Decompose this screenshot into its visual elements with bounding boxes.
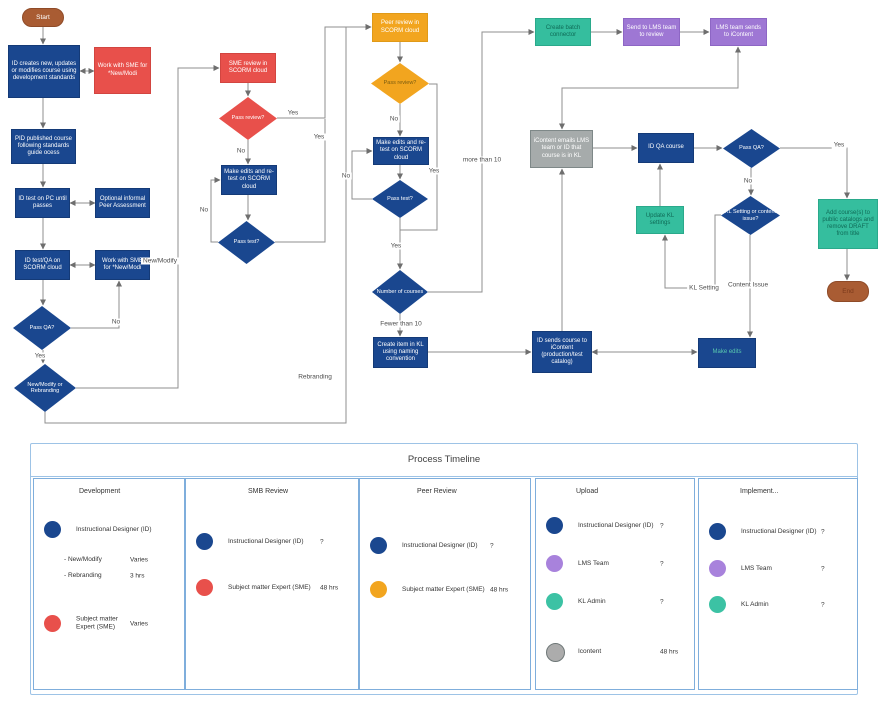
legend-label: - Rebranding xyxy=(64,571,102,579)
purple-role-circle-icon xyxy=(709,560,726,577)
legend-value: Varies xyxy=(130,556,148,564)
edge-rebranding-path xyxy=(44,24,372,424)
legend-value: Varies xyxy=(130,620,148,628)
gray-role-circle-icon xyxy=(546,643,565,662)
timeline-column-implement: Implement... Instructional Designer (ID)?… xyxy=(698,478,858,690)
legend-item: LMS Team? xyxy=(699,560,857,578)
legend-label: Instructional Designer (ID) xyxy=(402,541,478,549)
legend-label: LMS Team xyxy=(741,564,772,572)
connector-lines xyxy=(40,24,850,424)
red-role-circle-icon xyxy=(196,579,213,596)
legend-label: KL Admin xyxy=(578,597,606,605)
edge-passtest1-no-loop xyxy=(210,177,221,243)
edge-passtest1-yes xyxy=(275,119,326,243)
legend-item: Instructional Designer (ID) xyxy=(34,521,184,539)
teal-role-circle-icon xyxy=(709,596,726,613)
legend-value: 3 hrs xyxy=(130,572,145,580)
legend-label: Instructional Designer (ID) xyxy=(76,525,152,533)
edge-passreview-yes xyxy=(277,24,372,119)
legend-item: - New/Modify Varies xyxy=(34,551,184,569)
edge-courses-more xyxy=(428,29,535,293)
timeline-column-header: Development xyxy=(79,488,121,495)
edge-passqa2-yes xyxy=(780,147,850,199)
blue-role-circle-icon xyxy=(196,533,213,550)
legend-item: Subject matter Expert (SME) Varies xyxy=(34,615,184,633)
legend-value: ? xyxy=(821,565,825,573)
legend-item: Instructional Designer (ID)? xyxy=(699,523,857,541)
timeline-column-header: SMB Review xyxy=(248,488,289,495)
legend-item: Subject matter Expert (SME) 48 hrs xyxy=(360,581,530,599)
edge-passtest2-no-loop xyxy=(351,148,373,200)
edge-lmssends-icontent xyxy=(559,46,741,130)
legend-item: Instructional Designer (ID)? xyxy=(186,533,358,551)
timeline-column-header: Peer Review xyxy=(417,488,457,495)
timeline-column-header: Upload xyxy=(576,488,599,495)
legend-label: Icontent xyxy=(578,647,602,655)
blue-role-circle-icon xyxy=(546,517,563,534)
legend-item: - Rebranding 3 hrs xyxy=(34,567,184,585)
legend-item: LMS Team? xyxy=(536,555,694,573)
legend-label: KL Admin xyxy=(741,600,769,608)
legend-item: KL Admin? xyxy=(536,593,694,611)
legend-value: 48 hrs xyxy=(490,586,509,594)
legend-label: Instructional Designer (ID) xyxy=(741,527,817,535)
orange-role-circle-icon xyxy=(370,581,387,598)
legend-label: Subject matter Expert (SME) xyxy=(402,585,485,593)
legend-label: - New/Modify xyxy=(64,555,102,563)
legend-label: LMS Team xyxy=(578,559,609,567)
blue-role-circle-icon xyxy=(370,537,387,554)
blue-role-circle-icon xyxy=(709,523,726,540)
legend-item: Icontent 48 hrs xyxy=(536,643,694,662)
purple-role-circle-icon xyxy=(546,555,563,572)
timeline-column-header: Implement... xyxy=(740,488,779,495)
legend-value: ? xyxy=(320,538,324,546)
legend-value: 48 hrs xyxy=(320,584,339,592)
legend-value: ? xyxy=(821,601,825,609)
legend-label: Instructional Designer (ID) xyxy=(228,537,304,545)
legend-value: ? xyxy=(490,542,494,550)
legend-item: Subject matter Expert (SME) 48 hrs xyxy=(186,579,358,597)
legend-label: Instructional Designer (ID) xyxy=(578,521,654,529)
legend-item: Instructional Designer (ID)? xyxy=(360,537,530,555)
blue-role-circle-icon xyxy=(44,521,61,538)
legend-value: ? xyxy=(821,528,825,536)
legend-value: ? xyxy=(660,522,664,530)
legend-label: Subject matter Expert (SME) xyxy=(76,615,118,631)
legend-value: 48 hrs xyxy=(660,648,679,656)
edge-passqa-no xyxy=(71,280,122,329)
legend-label: Subject matter Expert (SME) xyxy=(228,583,311,591)
edge-klsetting-path xyxy=(662,214,721,289)
legend-value: ? xyxy=(660,598,664,606)
red-role-circle-icon xyxy=(44,615,61,632)
legend-item: KL Admin? xyxy=(699,596,857,614)
legend-item: Instructional Designer (ID)? xyxy=(536,517,694,535)
legend-value: ? xyxy=(660,560,664,568)
timeline-title: Process Timeline xyxy=(31,444,857,477)
edge-passreview2-yes xyxy=(400,83,438,231)
edge-newmodify-path xyxy=(76,65,220,389)
teal-role-circle-icon xyxy=(546,593,563,610)
